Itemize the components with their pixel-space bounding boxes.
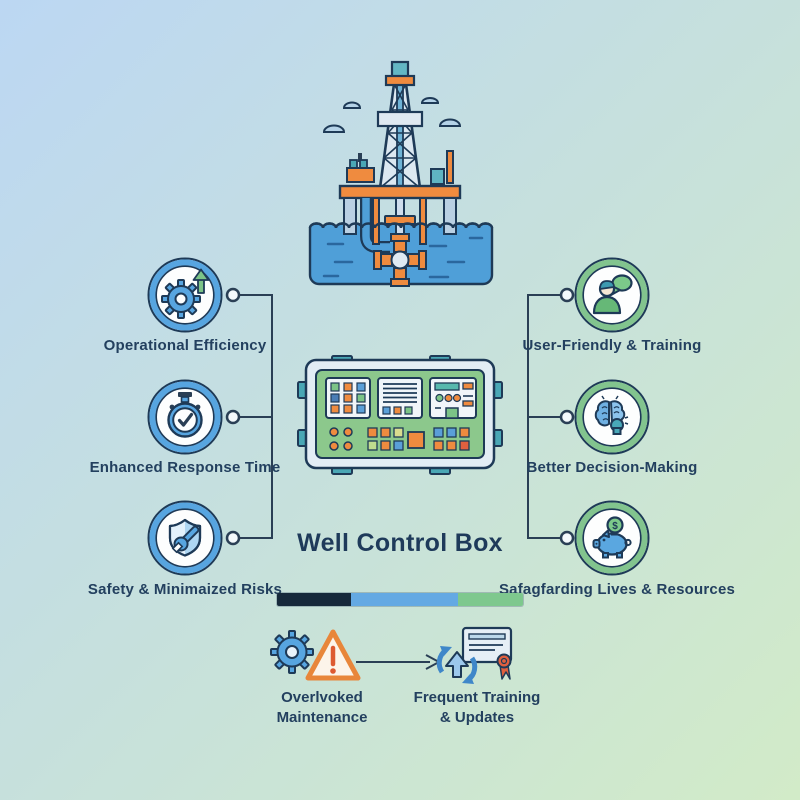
progress-segment (457, 593, 523, 606)
progress-bar (277, 593, 523, 606)
wellhead-valve (373, 233, 427, 287)
subsea-piping (343, 197, 457, 287)
refresh-arrows-icon (436, 646, 478, 684)
benefit-label-enhanced-response-time: Enhanced Response Time (89, 459, 281, 476)
brain-head-icon (574, 379, 650, 455)
certificate-icon (461, 626, 513, 680)
gear-warning-icon (270, 629, 361, 681)
control-knobs (329, 427, 353, 451)
page-title: Well Control Box (297, 529, 503, 557)
shield-wrench-icon (147, 500, 223, 576)
svg-text:$: $ (612, 521, 618, 532)
panel-readout (377, 377, 423, 419)
bottom-label-line1: Overlvoked (281, 689, 363, 706)
panel-display (429, 377, 477, 419)
water-ripples (322, 236, 484, 279)
benefit-label-safeguarding-lives-resources: Safagfarding Lives & Resources (498, 581, 736, 598)
benefit-label-user-friendly-training: User-Friendly & Training (522, 337, 702, 354)
bottom-label-overlooked-maintenance: Overlvoked Maintenance (237, 688, 407, 728)
arrow-right-icon (356, 654, 440, 670)
rig-deck (338, 150, 462, 200)
panel-button-grid (325, 377, 371, 419)
wave-line (308, 222, 494, 229)
progress-segment (350, 593, 458, 606)
stopwatch-check-icon (147, 379, 223, 455)
oil-rig-illustration (308, 60, 494, 287)
person-chat-icon (574, 257, 650, 333)
refresh-certificate-icon (436, 626, 513, 684)
cloud-icon (322, 97, 462, 133)
bottom-label-frequent-training-updates: Frequent Training & Updates (392, 688, 562, 728)
benefit-label-operational-efficiency: Operational Efficiency (103, 337, 267, 354)
benefit-label-safety-minimized-risks: Safety & Minimaized Risks (87, 581, 283, 598)
benefit-label-better-decision-making: Better Decision-Making (526, 459, 698, 476)
derrick-tower (376, 60, 424, 189)
gear-up-arrow-icon (147, 257, 223, 333)
bottom-label-line2: & Updates (439, 709, 515, 726)
piggy-bank-icon: $ (574, 500, 650, 576)
control-buttons (367, 427, 470, 451)
bottom-label-line2: Maintenance (276, 709, 368, 726)
progress-segment (277, 593, 351, 606)
control-box-illustration (297, 355, 503, 475)
bottom-label-line1: Frequent Training (413, 689, 541, 706)
